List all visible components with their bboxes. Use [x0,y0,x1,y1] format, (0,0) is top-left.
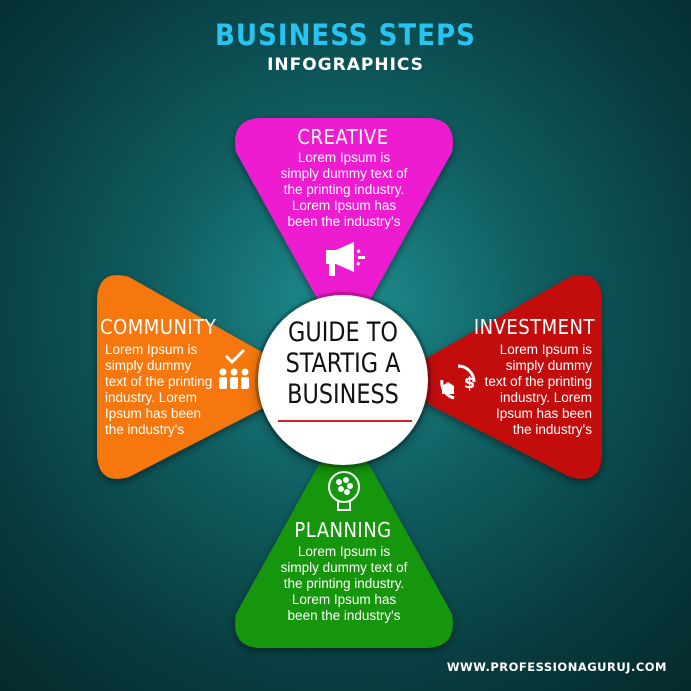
page-subtitle: INFOGRAPHICS [267,55,424,75]
website-url: WWW.PROFESSIONAGURUJ.COM [446,660,667,674]
investment-body: Lorem Ipsum is simply dummy text of the … [484,342,592,437]
creative-body: Lorem Ipsum is simply dummy text of the … [280,150,408,229]
petal-planning [235,450,453,648]
center-circle: GUIDE TO STARTIG A BUSINESS [258,295,428,465]
megaphone-icon [326,242,365,276]
community-heading: COMMUNITY [100,315,217,339]
planning-heading: PLANNING [294,518,392,542]
petal-creative [235,118,453,316]
brain-idea-icon [328,471,360,511]
petal-investment [414,275,602,479]
planning-body: Lorem Ipsum is simply dummy text of the … [280,544,408,623]
petal-community [97,275,285,479]
team-check-icon [219,348,249,389]
community-body: Lorem Ipsum is simply dummy text of the … [105,342,213,437]
creative-heading: CREATIVE [297,125,389,149]
center-title: GUIDE TO STARTIG A BUSINESS [285,317,401,410]
svg-text:$: $ [464,373,475,392]
center-underline [278,420,412,422]
page-title: BUSINESS STEPS [215,18,476,52]
investment-heading: INVESTMENT [473,315,595,339]
home-money-cycle-icon: $ [440,364,476,400]
